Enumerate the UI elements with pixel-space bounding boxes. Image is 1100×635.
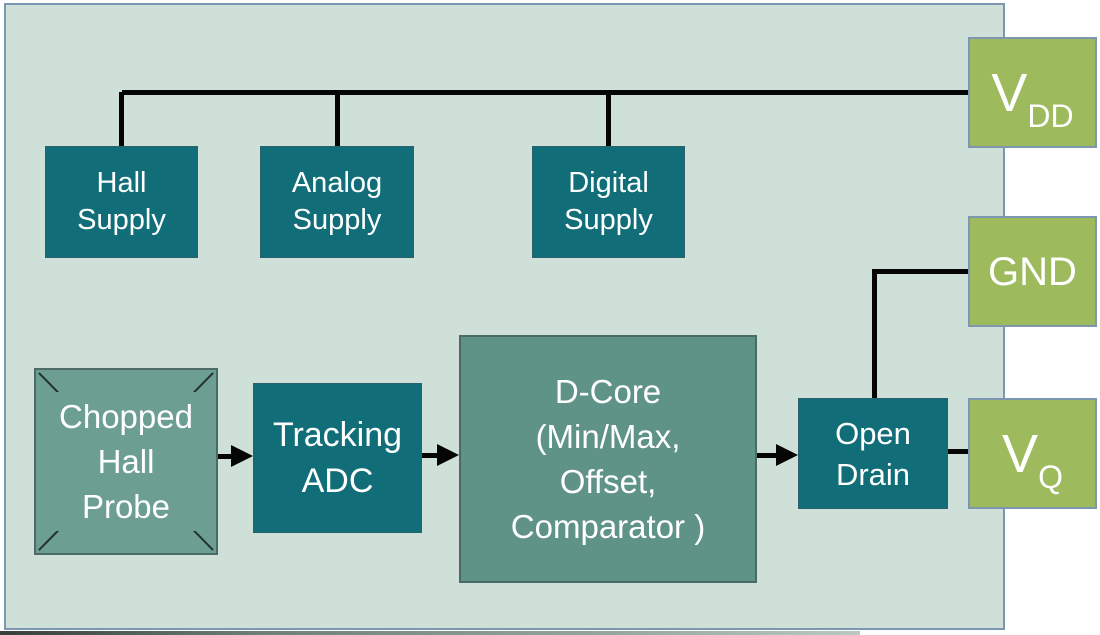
label-line: (Min/Max, — [535, 418, 681, 455]
label-line: Open — [835, 415, 911, 451]
vdd-drop-analog-supply — [335, 92, 340, 146]
vdd-bus-line — [122, 90, 968, 95]
label-line: Supply — [292, 204, 382, 236]
vdd-drop-hall-supply — [119, 92, 124, 146]
label-line: Digital — [568, 167, 649, 199]
pin-gnd: GND — [968, 216, 1097, 327]
block-label: Tracking ADC — [273, 412, 402, 504]
block-label: Open Drain — [835, 413, 911, 495]
label-line: Supply — [564, 204, 653, 236]
arrow-adc-to-dcore-head — [437, 444, 459, 466]
arrow-probe-to-adc-head — [231, 445, 253, 467]
pin-label: V — [991, 62, 1028, 123]
label-line: Chopped — [59, 398, 193, 435]
label-line: Supply — [77, 204, 166, 236]
block-d-core: D-Core (Min/Max, Offset, Comparator ) — [459, 335, 757, 583]
arrow-dcore-to-opendrain-shaft — [757, 453, 779, 458]
arrow-adc-to-dcore-shaft — [422, 453, 440, 458]
label-line: Hall — [96, 167, 147, 199]
vdd-drop-digital-supply — [606, 92, 611, 146]
block-label: D-Core (Min/Max, Offset, Comparator ) — [511, 369, 705, 549]
pin-label-subscript: Q — [1038, 459, 1063, 495]
block-label: Digital Supply — [564, 165, 653, 239]
arrow-probe-to-adc-shaft — [218, 454, 234, 459]
block-hall-supply: Hall Supply — [45, 146, 198, 258]
label-line: Hall — [97, 443, 155, 480]
page-bottom-edge — [0, 631, 860, 635]
label-line: Drain — [835, 456, 911, 492]
label-line: Probe — [81, 488, 171, 525]
block-label: Chopped Hall Probe — [51, 392, 201, 531]
block-digital-supply: Digital Supply — [532, 146, 685, 258]
label-line: Comparator ) — [510, 508, 706, 545]
block-analog-supply: Analog Supply — [260, 146, 414, 258]
gnd-line-horizontal — [872, 269, 968, 274]
block-label: Hall Supply — [77, 165, 166, 239]
opendrain-to-vq-line — [948, 449, 970, 454]
block-open-drain: Open Drain — [798, 398, 948, 509]
pin-label: V — [1002, 423, 1039, 484]
pin-label-subscript: DD — [1027, 98, 1074, 134]
label-line: Analog — [291, 167, 383, 199]
gnd-line-vertical — [872, 271, 877, 399]
block-chopped-hall-probe: Chopped Hall Probe — [34, 368, 218, 555]
block-label: Analog Supply — [292, 165, 382, 239]
block-tracking-adc: Tracking ADC — [253, 383, 422, 533]
label-line: D-Core — [554, 373, 662, 410]
label-line: ADC — [301, 462, 374, 500]
arrow-dcore-to-opendrain-head — [776, 444, 798, 466]
label-line: Offset, — [559, 463, 657, 500]
pin-label: GND — [988, 249, 1077, 294]
label-line: Tracking — [272, 416, 403, 454]
